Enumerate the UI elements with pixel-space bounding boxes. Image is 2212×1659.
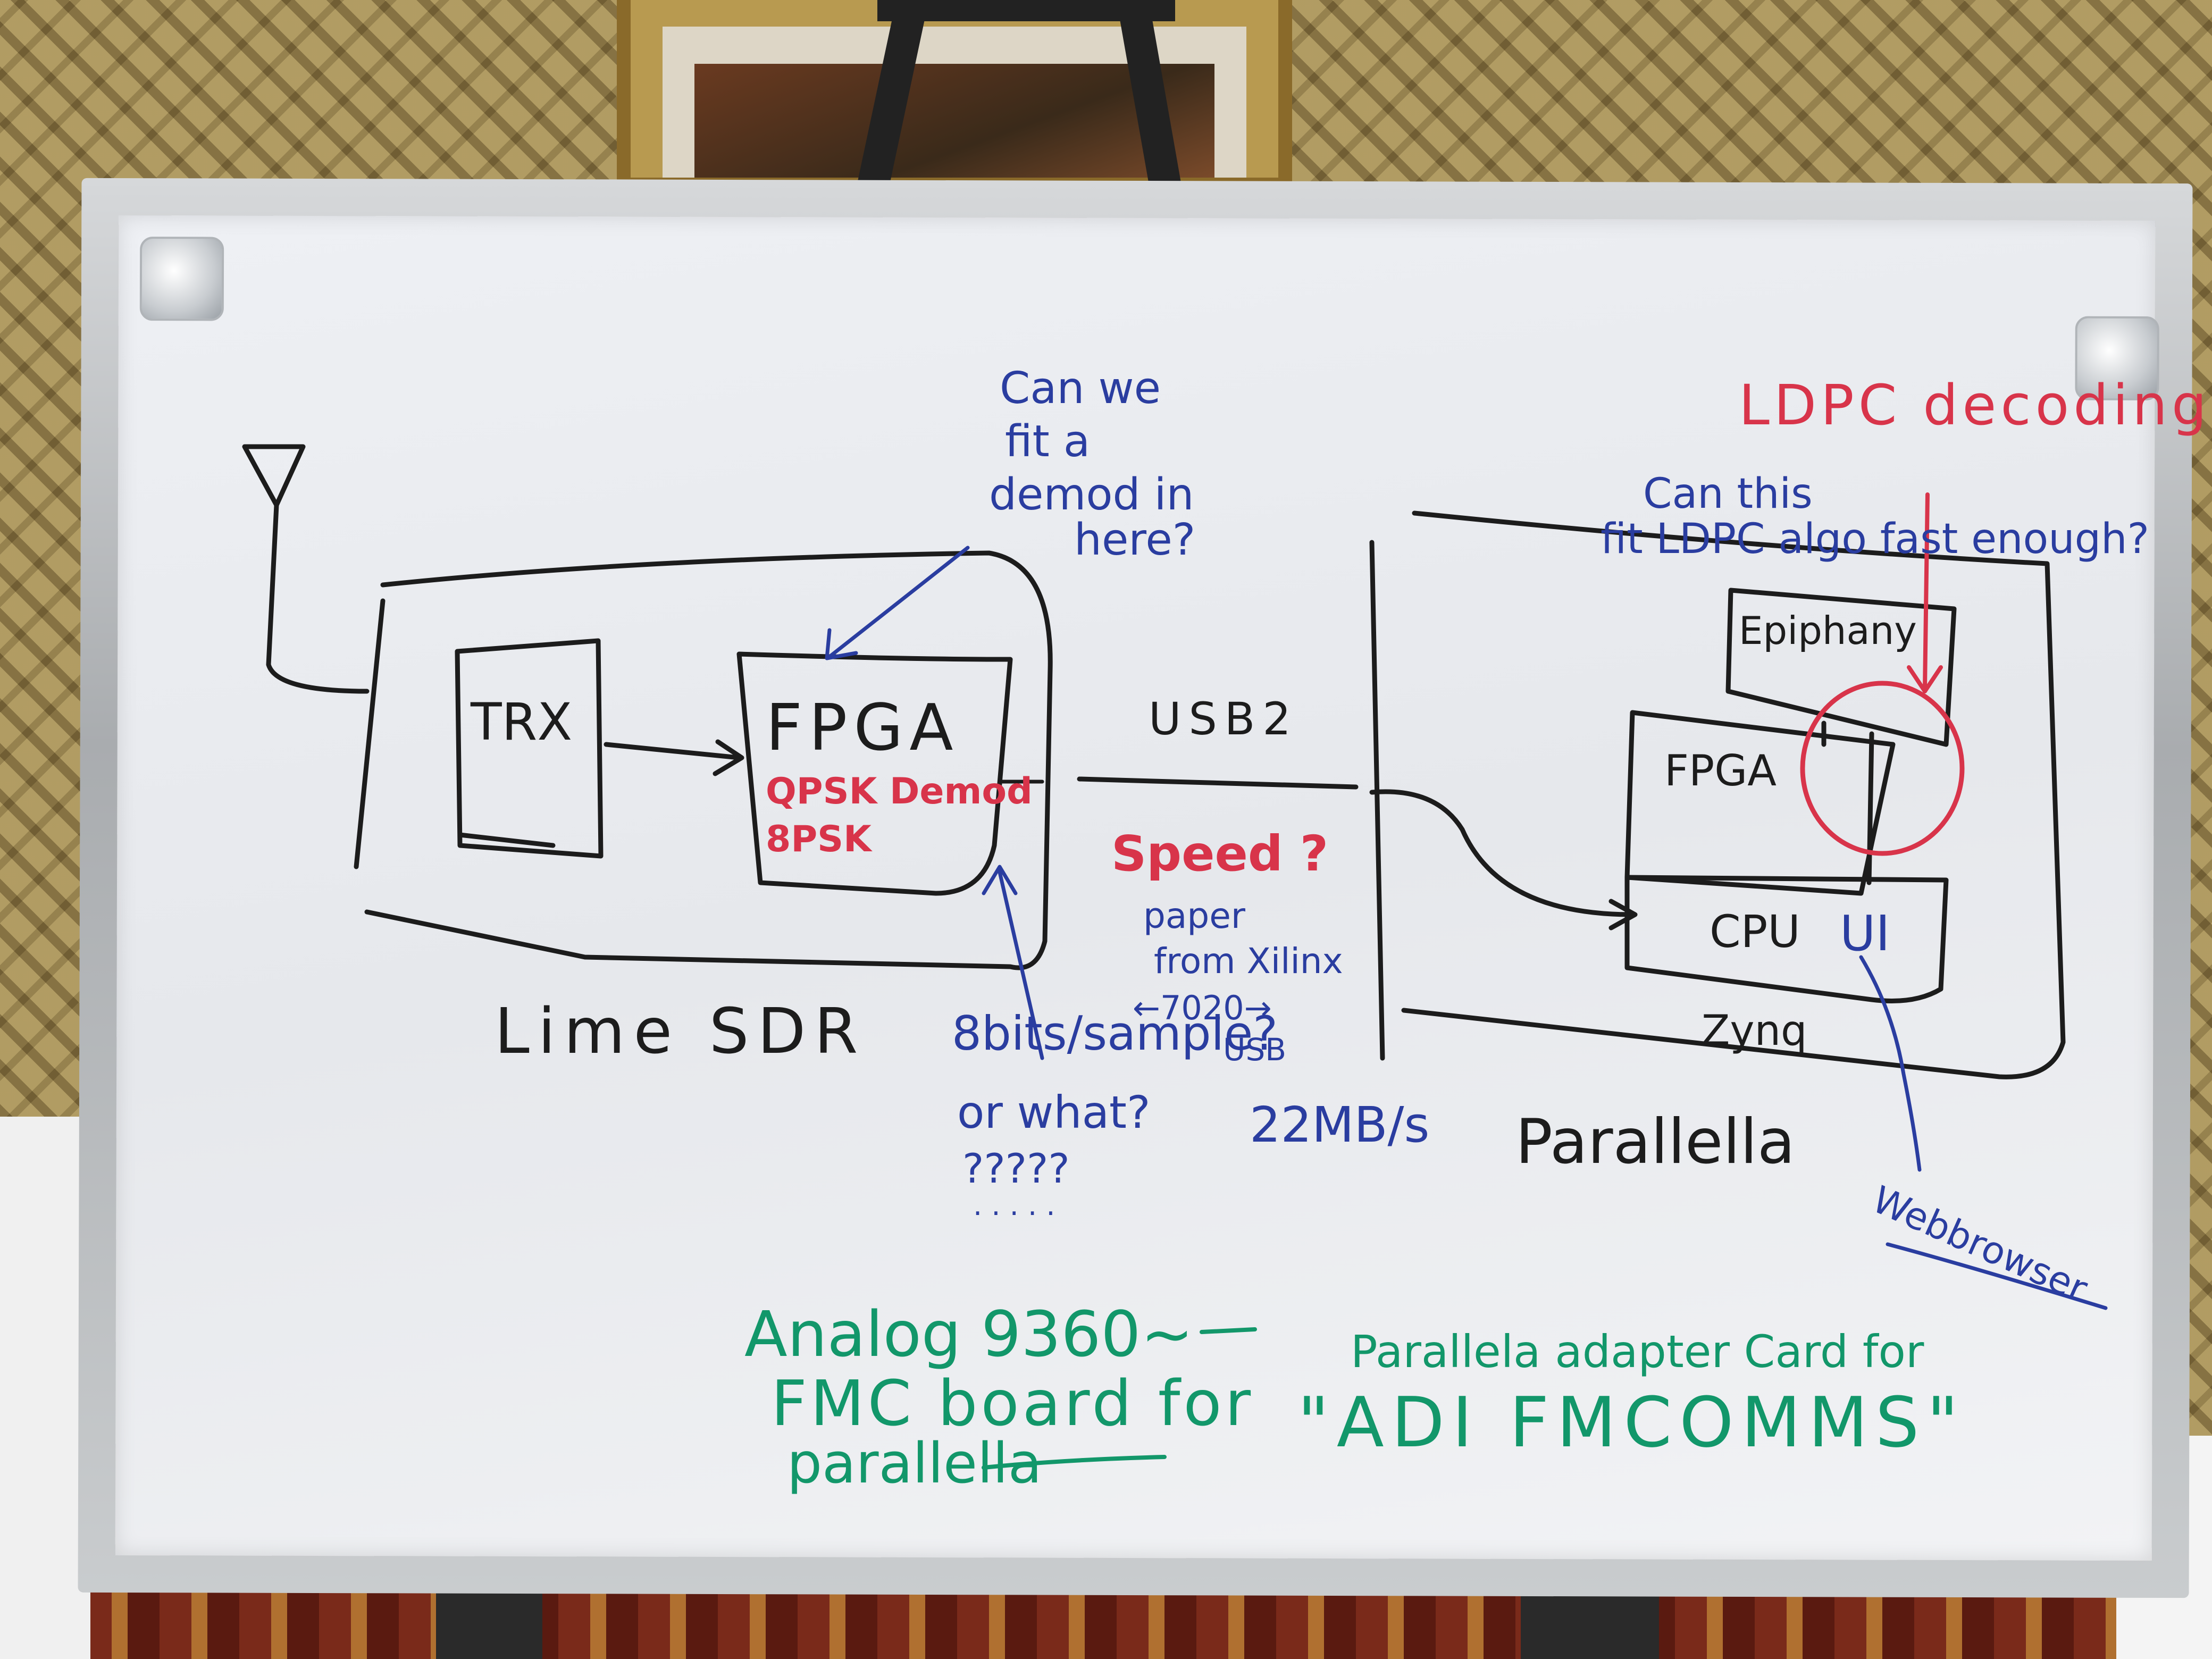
label-fpga-left: FPGA: [766, 691, 960, 765]
label-from-xilinx: from Xilinx: [1154, 941, 1343, 982]
green-paragraph-ldpc-underline: [1886, 1242, 2108, 1310]
easel-top: [856, 0, 1196, 193]
cpu-box: [1624, 875, 1949, 1003]
label-zynq: Zynq: [1702, 1007, 1807, 1055]
label-adi-fmcomms: "ADI FMCOMMS": [1297, 1382, 1966, 1463]
label-fpga-right: FPGA: [1664, 746, 1777, 795]
epiphany-box: [1725, 588, 1957, 747]
parallella-left-edge: [1369, 540, 1385, 1061]
label-adapter-card: Parallela adapter Card for: [1351, 1326, 1924, 1378]
trx-box: [455, 638, 604, 859]
label-usb2: USB2: [1149, 693, 1298, 745]
label-dots: . . . . .: [973, 1188, 1055, 1222]
label-fit-ldpc: fit LDPC algo fast enough?: [1601, 515, 2150, 563]
usb2-link-line: [1077, 776, 1359, 790]
label-usb-blue: USB: [1223, 1032, 1287, 1068]
easel-bar: [877, 0, 1175, 21]
label-8psk: 8PSK: [766, 818, 872, 860]
label-22mbs: 22MB/s: [1250, 1096, 1430, 1153]
fpga-left-box: [736, 651, 1013, 896]
label-ui: UI: [1840, 905, 1890, 962]
usb-to-cpu-arrow: [1369, 789, 1638, 931]
painting-art: [694, 64, 1214, 178]
label-analog-9360: Analog 9360~: [744, 1297, 1194, 1371]
green-underline-2: [982, 1455, 1167, 1470]
label-paper: paper: [1143, 895, 1245, 936]
label-parallella: Parallella: [1515, 1106, 1795, 1178]
sample-question-arrow: [982, 865, 1044, 1060]
label-question-marks: ?????: [962, 1145, 1070, 1192]
ldpc-circle: [1800, 681, 1965, 856]
label-here: here?: [1074, 515, 1196, 565]
trx-to-fpga-arrow: [604, 739, 744, 776]
lime-sdr-outline: [364, 550, 1053, 970]
label-speed: Speed ?: [1111, 825, 1329, 882]
demod-question-arrow: [825, 546, 970, 660]
label-8bits-sample: 8bits/sample?: [952, 1006, 1278, 1061]
label-demod-in: demod in: [989, 470, 1194, 520]
label-can-this: Can this: [1643, 470, 1813, 518]
label-can-we: Can we: [1000, 363, 1161, 414]
label-cpu: CPU: [1710, 906, 1800, 958]
label-ldpc-decoding: LDPC decoding: [1739, 373, 2211, 438]
label-lime-sdr: Lime SDR: [495, 994, 867, 1068]
antenna-symbol: [242, 444, 370, 694]
table-left: [0, 1117, 90, 1659]
lime-sdr-left-edge: [354, 598, 386, 869]
ldpc-arrow: [1907, 492, 1943, 693]
parallella-outline: [1401, 510, 2066, 1079]
label-qpsk-demod: QPSK Demod: [766, 770, 1033, 812]
label-7020: ←7020→: [1133, 988, 1272, 1027]
webbrowser-arrow: [1859, 955, 1922, 1172]
green-underline-1: [1200, 1327, 1257, 1334]
label-fmc-board: FMC board for: [771, 1367, 1254, 1440]
label-parallella-green: parallella: [787, 1431, 1042, 1496]
fpga-right-box: [1624, 710, 1896, 896]
label-trx: TRX: [471, 692, 573, 752]
label-epiphany: Epiphany: [1739, 608, 1917, 653]
label-or-what: or what?: [957, 1086, 1151, 1138]
label-fit-a: fit a: [1005, 416, 1091, 467]
